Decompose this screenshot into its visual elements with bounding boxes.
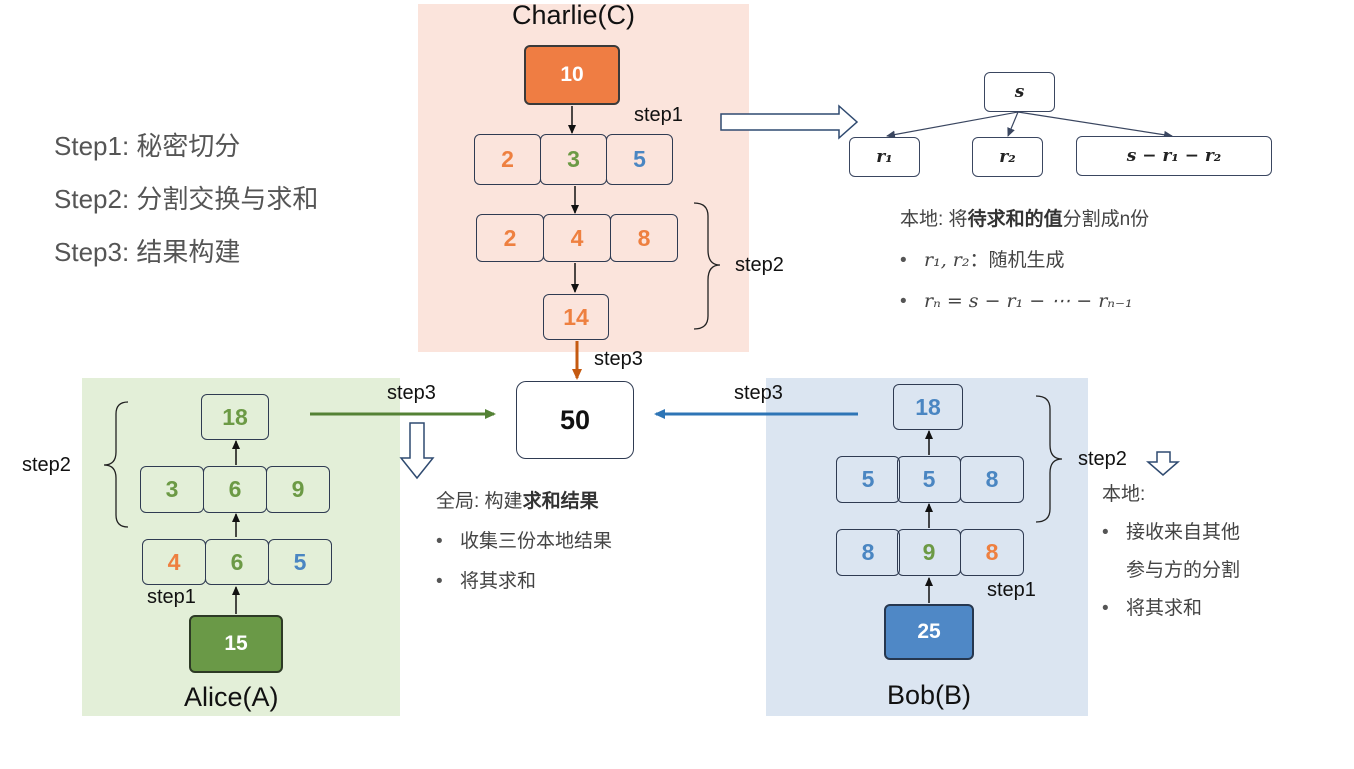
bob-share-2: 9 bbox=[897, 529, 961, 576]
bob-step3-label: step3 bbox=[734, 382, 783, 404]
charlie-step1-label: step1 bbox=[634, 104, 683, 126]
local-note-bullet-1: r₁, r₂：随机生成 bbox=[900, 240, 1149, 281]
bob-note-bullet-1-line-1: 接收来自其他 bbox=[1102, 514, 1240, 552]
charlie-share-1: 2 bbox=[474, 134, 541, 185]
charlie-share-2: 3 bbox=[540, 134, 607, 185]
global-note-title: 全局: 构建求和结果 bbox=[436, 491, 599, 512]
charlie-name: Charlie(C) bbox=[512, 0, 636, 30]
charlie-received-1: 2 bbox=[476, 214, 544, 262]
alice-share-1: 4 bbox=[142, 539, 206, 585]
bob-note: 本地: 接收来自其他 参与方的分割 将其求和 bbox=[1102, 476, 1240, 628]
charlie-secret-box: 10 bbox=[524, 45, 620, 105]
alice-step1-label: step1 bbox=[147, 586, 196, 608]
local-note-bullet-2: rₙ = s − r₁ − ⋯ − rₙ₋₁ bbox=[900, 281, 1149, 322]
alice-share-3: 5 bbox=[268, 539, 332, 585]
bob-down-arrow bbox=[1145, 451, 1181, 476]
bob-note-bullet-1-line-2: 参与方的分割 bbox=[1126, 560, 1241, 581]
bob-step2-brace bbox=[1035, 395, 1063, 523]
tree-leaf-2: r₂ bbox=[972, 137, 1043, 177]
bob-secret-box: 25 bbox=[884, 604, 974, 660]
charlie-sum-box: 14 bbox=[543, 294, 609, 340]
bob-sum-box: 18 bbox=[893, 384, 963, 430]
bob-received-1: 5 bbox=[836, 456, 900, 503]
alice-step2-label: step2 bbox=[22, 454, 71, 476]
alice-step2-brace bbox=[103, 401, 129, 528]
global-note: 全局: 构建求和结果 收集三份本地结果 将其求和 bbox=[436, 482, 612, 602]
bob-step1-label: step1 bbox=[987, 579, 1036, 601]
result-box: 50 bbox=[516, 381, 634, 459]
tree-root: s bbox=[984, 72, 1055, 112]
alice-name: Alice(A) bbox=[184, 682, 279, 712]
charlie-received-2: 4 bbox=[543, 214, 611, 262]
alice-secret-box: 15 bbox=[189, 615, 283, 673]
step-item-2: Step2: 分割交换与求和 bbox=[54, 184, 319, 214]
global-note-bullet-1: 收集三份本地结果 bbox=[436, 522, 612, 562]
global-note-bullet-2: 将其求和 bbox=[436, 562, 612, 602]
charlie-step2-label: step2 bbox=[735, 254, 784, 276]
charlie-step2-brace bbox=[693, 202, 721, 330]
step-item-1: Step1: 秘密切分 bbox=[54, 131, 241, 161]
alice-share-2: 6 bbox=[205, 539, 269, 585]
bob-note-bullet-2: 将其求和 bbox=[1102, 590, 1240, 628]
bob-share-1: 8 bbox=[836, 529, 900, 576]
bob-received-3: 8 bbox=[960, 456, 1024, 503]
step-list: Step1: 秘密切分 Step2: 分割交换与求和 Step3: 结果构建 bbox=[54, 120, 318, 279]
alice-step3-label: step3 bbox=[387, 382, 436, 404]
charlie-step3-label: step3 bbox=[594, 348, 643, 370]
bob-name: Bob(B) bbox=[887, 680, 972, 710]
bob-share-3: 8 bbox=[960, 529, 1024, 576]
step-item-3: Step3: 结果构建 bbox=[54, 237, 241, 267]
step1-hollow-arrow bbox=[720, 104, 859, 140]
bob-received-2: 5 bbox=[897, 456, 961, 503]
alice-received-3: 9 bbox=[266, 466, 330, 513]
bob-note-title: 本地: bbox=[1102, 484, 1146, 505]
tree-leaf-1: r₁ bbox=[849, 137, 920, 177]
charlie-received-3: 8 bbox=[610, 214, 678, 262]
local-note-title: 本地: 将待求和的值分割成n份 bbox=[900, 209, 1150, 230]
global-down-arrow bbox=[399, 422, 435, 480]
alice-received-1: 3 bbox=[140, 466, 204, 513]
tree-leaf-3: s − r₁ − r₂ bbox=[1076, 136, 1272, 176]
charlie-share-3: 5 bbox=[606, 134, 673, 185]
bob-step2-label: step2 bbox=[1078, 448, 1127, 470]
local-note: 本地: 将待求和的值分割成n份 r₁, r₂：随机生成 rₙ = s − r₁ … bbox=[900, 200, 1149, 322]
alice-received-2: 6 bbox=[203, 466, 267, 513]
alice-sum-box: 18 bbox=[201, 394, 269, 440]
